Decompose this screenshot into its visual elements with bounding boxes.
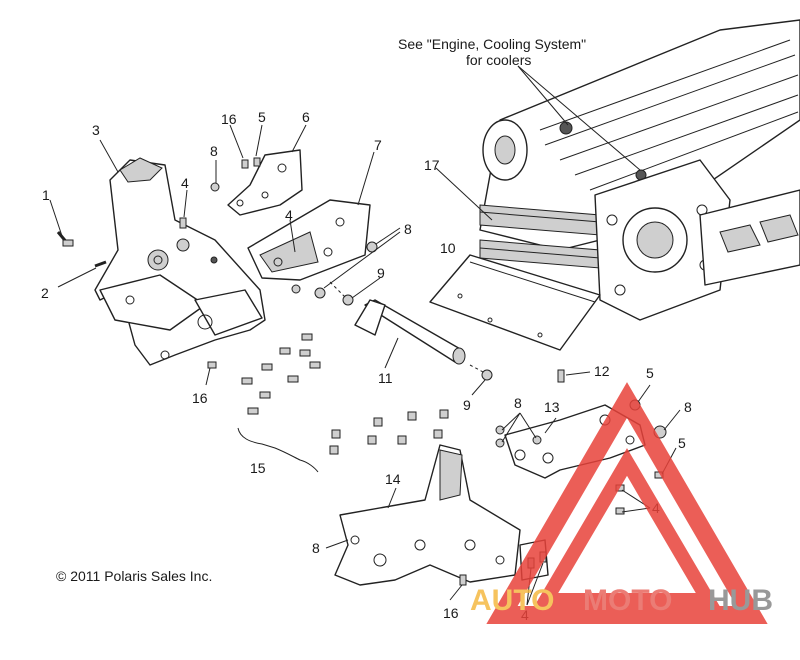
callout-17: 17 <box>424 157 440 173</box>
note-line-2: for coolers <box>466 52 531 68</box>
callout-4: 4 <box>285 207 293 223</box>
dashed-connectors <box>329 281 486 374</box>
callout-4: 4 <box>181 175 189 191</box>
callout-8: 8 <box>210 143 218 159</box>
part-10-floor-panel <box>429 254 601 351</box>
callout-13: 13 <box>544 399 560 415</box>
watermark-word-hub: HUB <box>708 584 773 617</box>
callout-8: 8 <box>404 221 412 237</box>
watermark-word-moto: MOTO <box>583 584 672 617</box>
watermark-word-auto: AUTO <box>470 584 554 617</box>
callout-15: 15 <box>250 460 266 476</box>
callout-1: 1 <box>42 187 50 203</box>
callout-3: 3 <box>92 122 100 138</box>
callout-8: 8 <box>684 399 692 415</box>
part-6-upper-bracket <box>227 149 303 216</box>
bolt-group-15 <box>237 333 449 473</box>
callout-16: 16 <box>221 111 237 127</box>
callout-2: 2 <box>41 285 49 301</box>
copyright-text: © 2011 Polaris Sales Inc. <box>56 568 212 584</box>
callout-9: 9 <box>377 265 385 281</box>
part-14-rear-mount <box>334 444 521 586</box>
callout-8: 8 <box>514 395 522 411</box>
callout-8: 8 <box>312 540 320 556</box>
callout-labels: 1 2 3 4 4 4 4 5 5 5 6 7 8 8 8 8 8 9 9 10… <box>41 109 692 623</box>
callout-7: 7 <box>374 137 382 153</box>
note-line-1: See "Engine, Cooling System" <box>398 36 586 52</box>
leader-lines <box>49 65 681 606</box>
callout-16: 16 <box>443 605 459 621</box>
callout-5: 5 <box>678 435 686 451</box>
callout-12: 12 <box>594 363 610 379</box>
callout-5: 5 <box>258 109 266 125</box>
callout-6: 6 <box>302 109 310 125</box>
callout-10: 10 <box>440 240 456 256</box>
callout-16: 16 <box>192 390 208 406</box>
watermark-logo: AUTO MOTO HUB <box>470 382 773 624</box>
callout-5: 5 <box>646 365 654 381</box>
fastener-bolts <box>56 157 493 381</box>
callout-14: 14 <box>385 471 401 487</box>
callout-11: 11 <box>378 370 393 386</box>
chassis-tunnel <box>479 19 800 321</box>
part-11-tube <box>354 299 466 365</box>
part-3-front-bulkhead <box>94 157 266 366</box>
callout-9: 9 <box>463 397 471 413</box>
